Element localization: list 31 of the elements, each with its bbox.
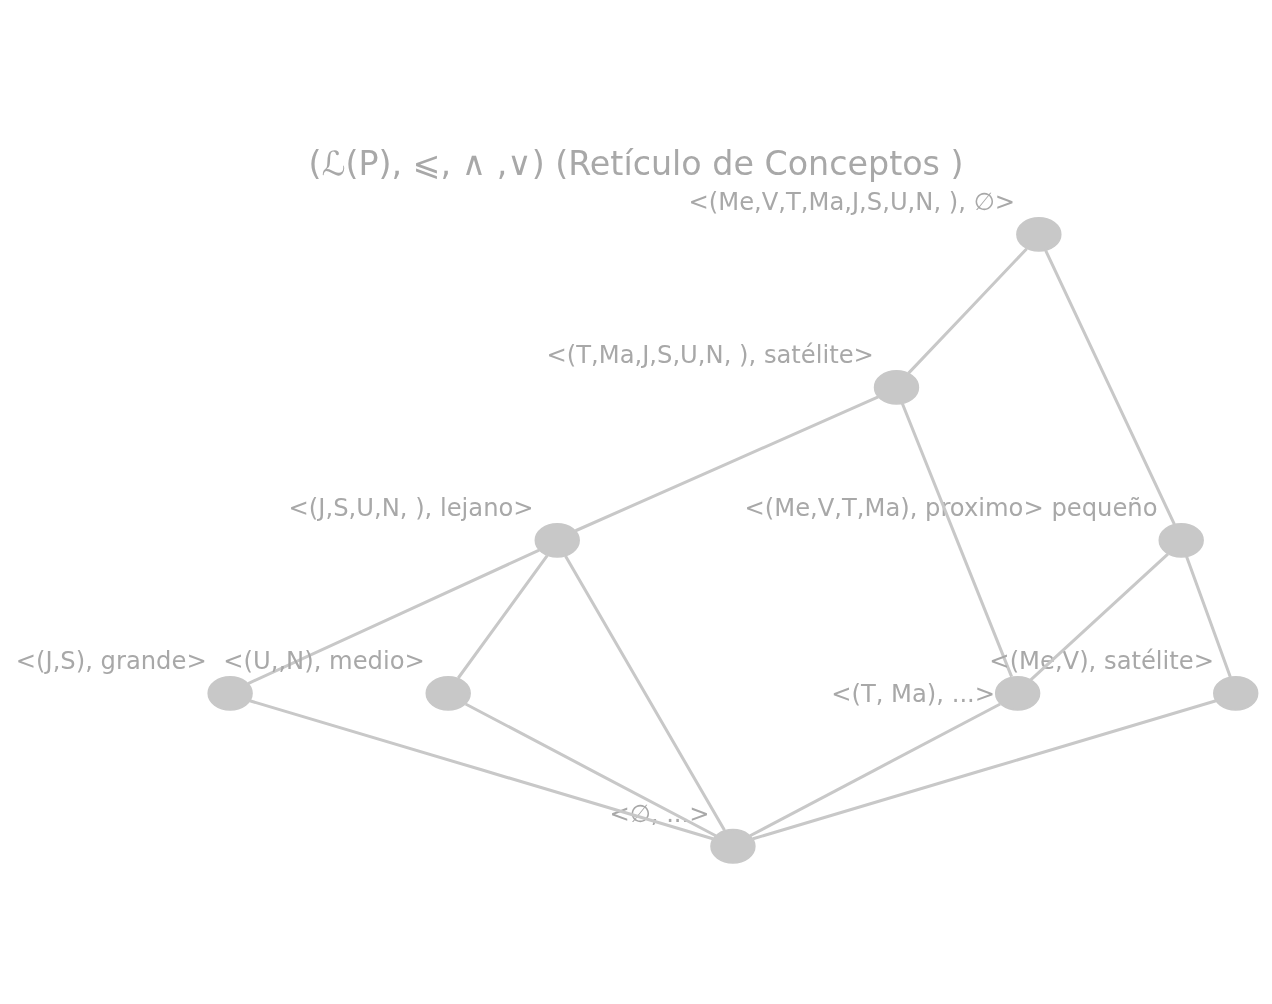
node-circle [425,675,471,711]
connector [907,247,1028,374]
diagram-title: (ℒ(P), ⩽, ∧ ,∨) (Retículo de Conceptos ) [308,143,964,183]
node-circle [207,675,253,711]
connector [752,698,1217,840]
node-circle [873,369,920,405]
connector [749,702,1001,837]
node-circle [1016,216,1062,252]
connector [1185,555,1232,677]
node-label: <(J,S,U,N, ), lejano> [288,493,534,522]
node-label: <(Me,V,T,Ma,J,S,U,N, ), ∅> [688,187,1016,216]
connector [247,548,540,685]
node-circle [1158,522,1204,558]
connector [1044,249,1176,525]
node-label: <(Me,V), satélite> [989,646,1215,675]
connector [249,698,714,840]
connector [900,402,1013,677]
connector [574,395,879,532]
node-label: <(T,Ma,J,S,U,N, ), satélite> [546,340,874,369]
node-label: <(J,S), grande> [15,646,207,675]
connector [464,702,717,837]
node-label: <(Me,V,T,Ma), proximo> pequeño [744,493,1158,522]
node-circle [994,675,1041,711]
node-circle [1213,675,1259,711]
node-circle [534,522,580,558]
node-label: <(U,,N), medio> [223,646,425,675]
connector [564,554,726,831]
connector [1029,552,1169,681]
node-circle [710,828,756,864]
node-label: <(T, Ma), ...> [831,679,996,708]
connector [457,554,549,679]
